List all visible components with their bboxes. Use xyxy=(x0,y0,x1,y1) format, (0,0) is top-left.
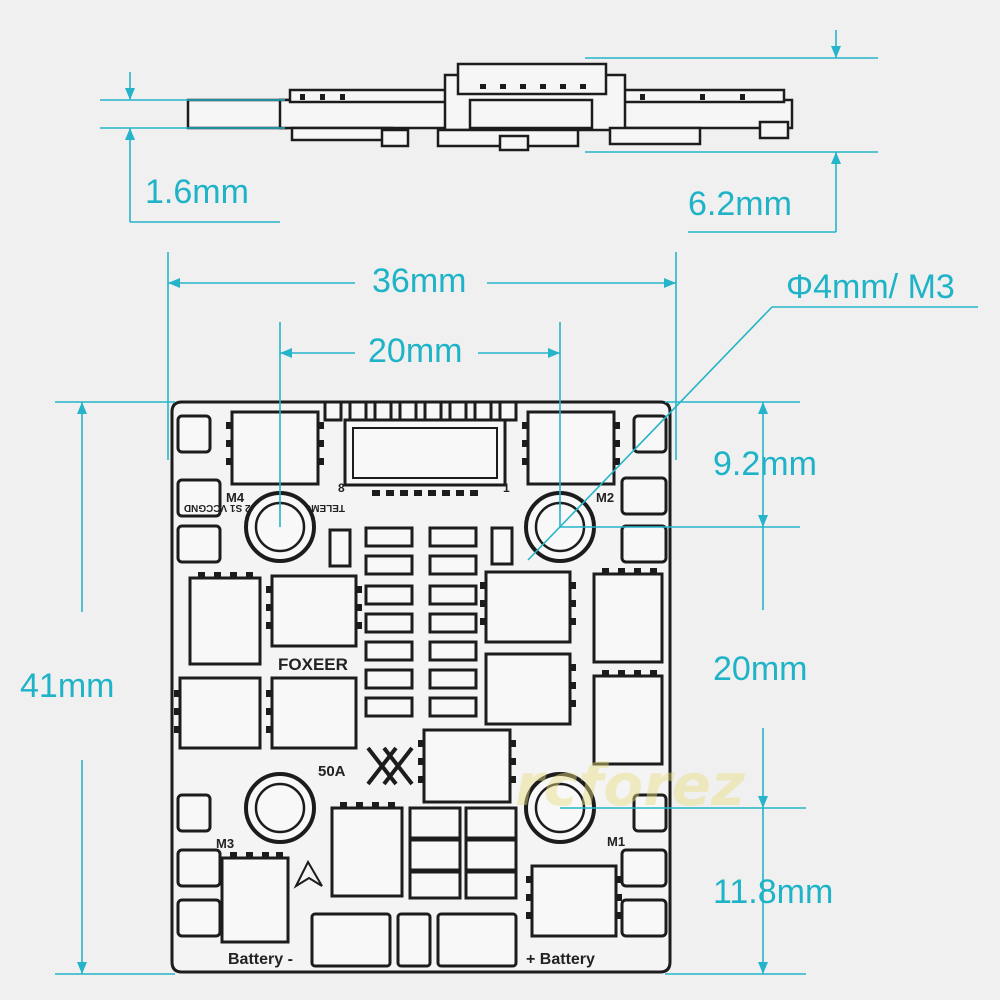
cap-left xyxy=(328,528,352,568)
cap-right xyxy=(490,526,514,566)
side-bottom-component-e xyxy=(608,126,702,146)
side-components-left xyxy=(288,88,452,104)
arrow-icon xyxy=(293,859,323,889)
top-left-chip xyxy=(226,410,324,486)
dimension-arrows xyxy=(77,46,841,974)
top-dimension-lines xyxy=(55,252,978,975)
motor-1-label: M1 xyxy=(607,834,625,849)
battery-positive-label: + Battery xyxy=(526,951,595,968)
mount-hole-label: Φ4mm/ M3 xyxy=(786,268,955,306)
battery-negative-label: Battery - xyxy=(228,951,293,968)
side-bottom-component-f xyxy=(758,120,790,140)
resistor-array xyxy=(364,526,478,718)
side-bottom-component-a xyxy=(290,126,394,142)
board-top-view: 8 1 TELEMCurr S4 S3 S2 S1 VCCGND M4 M2 M… xyxy=(170,400,672,974)
motor-2-label: M2 xyxy=(596,490,614,505)
bottom-offset-label: 11.8mm xyxy=(713,873,833,911)
brand-label: FOXEER xyxy=(278,655,348,674)
pcb-thickness-label: 1.6mm xyxy=(145,173,249,211)
left-edge-pads xyxy=(176,414,222,938)
board-width-label: 36mm xyxy=(372,262,466,300)
signal-connector xyxy=(323,400,518,496)
side-solder-dots xyxy=(300,84,745,100)
battery-pads xyxy=(310,912,518,968)
board-height-label: 41mm xyxy=(20,667,114,705)
foxeer-logo-icon xyxy=(366,746,414,786)
mount-spacing-y-label: 20mm xyxy=(713,650,807,688)
mount-spacing-x-label: 20mm xyxy=(368,332,462,370)
right-edge-pads xyxy=(620,414,668,938)
side-view xyxy=(186,62,794,152)
side-components-right xyxy=(604,88,786,104)
side-bottom-component-b xyxy=(380,128,410,148)
side-connector-pins xyxy=(468,98,594,130)
pin-1-label: 1 xyxy=(503,481,510,495)
top-right-chip xyxy=(522,410,620,486)
motor-4-label: M4 xyxy=(226,490,245,505)
total-height-label: 6.2mm xyxy=(688,185,792,223)
lower-resistor-grid xyxy=(408,806,518,900)
current-rating-label: 50A xyxy=(318,763,346,780)
top-offset-label: 9.2mm xyxy=(713,445,817,483)
motor-3-label: M3 xyxy=(216,836,234,851)
mosfet-chips xyxy=(174,568,664,944)
side-bottom-component-d xyxy=(498,134,530,152)
side-dimension-lines xyxy=(100,30,878,233)
side-wire-pad xyxy=(186,98,290,130)
pin-8-label: 8 xyxy=(338,481,345,495)
side-connector-top xyxy=(456,62,608,96)
